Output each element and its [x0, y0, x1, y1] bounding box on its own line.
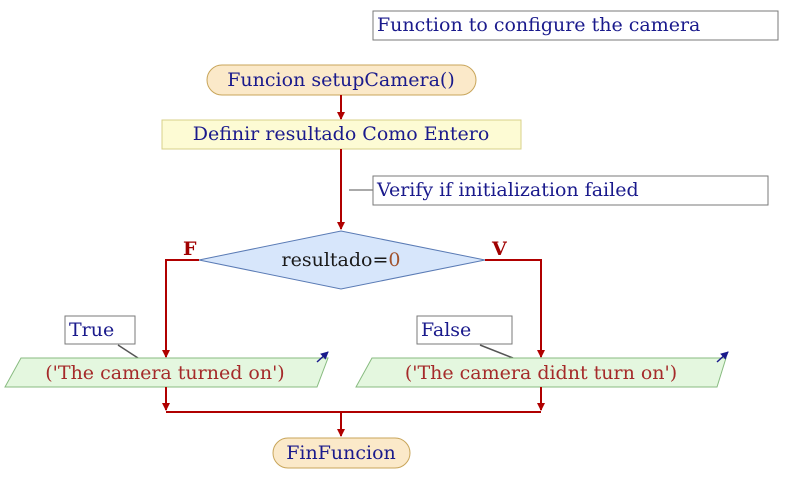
end-terminal: FinFuncion	[272, 437, 411, 469]
flow-line-true	[485, 259, 545, 358]
false-branch-label: F	[183, 238, 197, 260]
decision-label: resultado=0	[282, 249, 401, 271]
define-process: Definir resultado Como Entero	[161, 119, 522, 150]
start-label: Funcion setupCamera()	[227, 69, 454, 91]
comment-false-note: False	[416, 315, 514, 359]
comment-verify: Verify if initialization failed	[349, 175, 769, 206]
start-terminal: Funcion setupCamera()	[206, 64, 477, 96]
output-arrow-icon	[316, 351, 329, 363]
flow-line-false	[162, 259, 199, 358]
output-left: ('The camera turned on')	[4, 351, 329, 388]
define-label: Definir resultado Como Entero	[193, 123, 490, 145]
output-left-label: ('The camera turned on')	[45, 362, 284, 384]
comment-function-description: Function to configure the camera	[372, 10, 779, 41]
decision-diamond: resultado=0	[198, 230, 486, 290]
end-label: FinFuncion	[286, 442, 396, 464]
output-right: ('The camera didnt turn on')	[355, 351, 729, 388]
comment-text: Verify if initialization failed	[376, 179, 639, 201]
output-arrow-icon	[716, 351, 729, 363]
comment-text: False	[421, 319, 471, 341]
true-branch-label: V	[491, 238, 508, 260]
comment-text: Function to configure the camera	[377, 14, 700, 36]
comment-text: True	[69, 319, 114, 341]
comment-true-note: True	[64, 315, 139, 359]
output-right-label: ('The camera didnt turn on')	[405, 362, 677, 384]
